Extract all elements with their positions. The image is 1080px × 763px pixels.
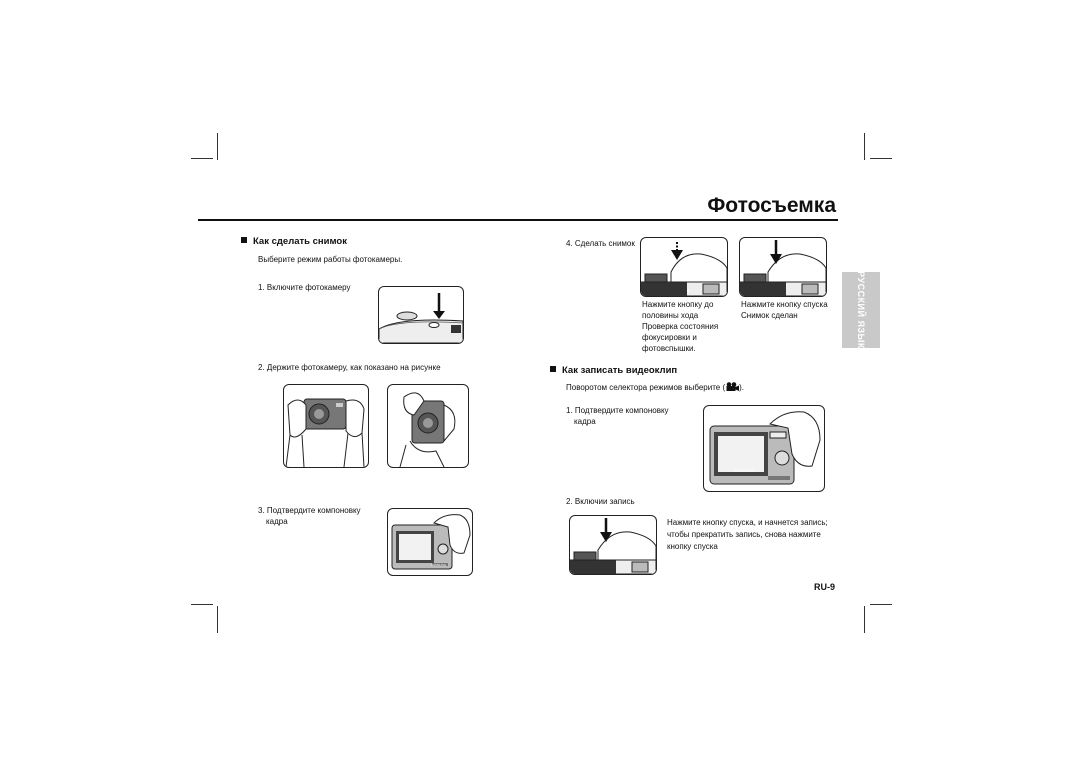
video-step-2: 2. Включии запись (566, 497, 635, 506)
movie-camera-icon (725, 382, 740, 391)
bullet-icon (241, 237, 247, 243)
camera-brand: SAMSUNG (734, 468, 755, 473)
full-press-illustration (739, 237, 827, 297)
svg-text:▮: ▮ (687, 288, 689, 293)
section-heading-photo: Как сделать снимок (241, 236, 347, 247)
photo-step-3-line-2: кадра (266, 517, 288, 526)
full-press-note: Нажмите кнопку спуска Снимок сделан (741, 300, 828, 320)
video-frame-composition-illustration: SAMSUNG (703, 405, 825, 492)
video-step-1-line-1: 1. Подтвердите компоновку (566, 406, 669, 415)
crop-mark (217, 606, 218, 633)
frame-composition-illustration: SAMSUNG (387, 508, 473, 576)
crop-mark (217, 133, 218, 160)
record-press-illustration (569, 515, 657, 575)
section-heading-video: Как записать видеоклип (550, 365, 677, 376)
crop-mark (870, 158, 892, 159)
language-tab: РУССКИЙ ЯЗЫК (842, 271, 880, 349)
page-title: Фотосъемка (707, 194, 836, 217)
photo-step-4: 4. Сделать снимок (566, 239, 635, 248)
power-on-illustration (378, 286, 464, 344)
hold-camera-horizontal-illustration (283, 384, 369, 468)
page-number: RU-9 (814, 582, 836, 592)
title-rule (198, 219, 838, 221)
photo-step-2: 2. Держите фотокамеру, как показано на р… (258, 363, 441, 372)
crop-mark (864, 133, 865, 160)
half-press-illustration: ▮ (640, 237, 728, 297)
crop-mark (191, 604, 213, 605)
record-note: Нажмите кнопку спуска, и начнется запись… (667, 518, 828, 551)
half-press-note: Нажмите кнопку до половины хода Проверка… (642, 300, 719, 353)
crop-mark (870, 604, 892, 605)
photo-intro: Выберите режим работы фотокамеры. (258, 255, 403, 264)
crop-mark (864, 606, 865, 633)
video-step-1-line-2: кадра (574, 417, 596, 426)
photo-step-1: 1. Включите фотокамеру (258, 283, 351, 292)
camera-brand: SAMSUNG (431, 563, 447, 567)
crop-mark (191, 158, 213, 159)
photo-step-3-line-1: 3. Подтвердите компоновку (258, 506, 361, 515)
video-intro: Поворотом селектора режимов выберите (). (566, 382, 745, 392)
bullet-icon (550, 366, 556, 372)
hold-camera-vertical-illustration (387, 384, 469, 468)
